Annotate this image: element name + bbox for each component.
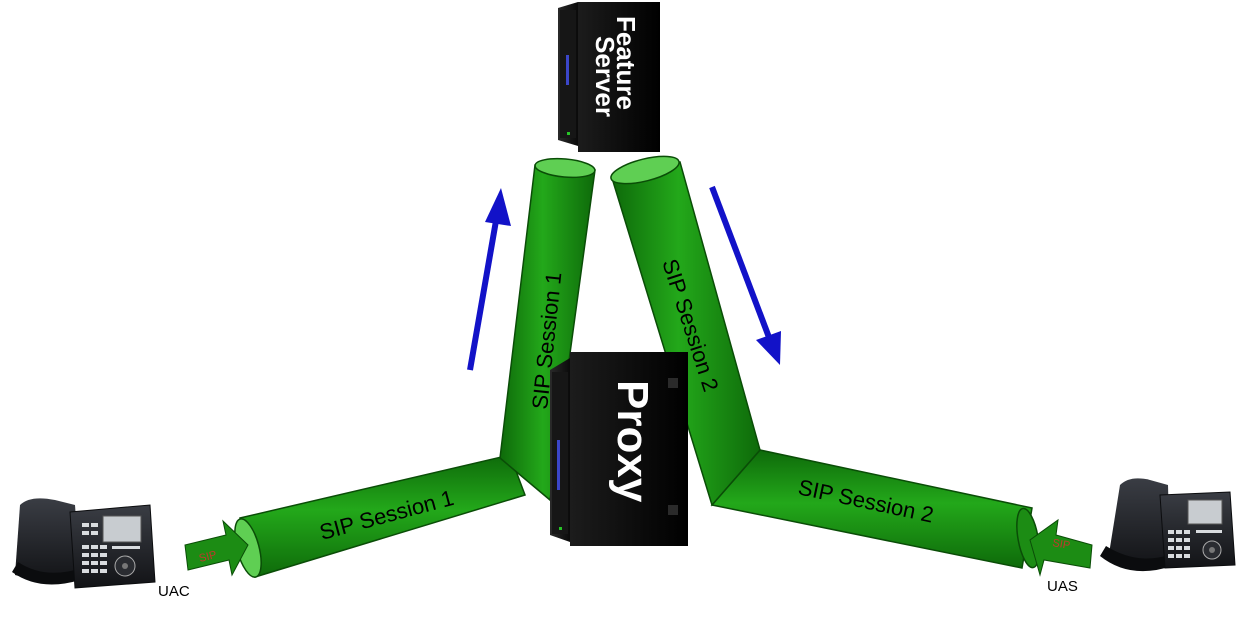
flow-arrow-down [709, 185, 781, 365]
flow-arrow-up [467, 188, 511, 371]
sip-input-right-label: SIP [1051, 537, 1071, 552]
uas-phone-icon [1100, 478, 1236, 572]
sip-input-left-label: SIP [198, 549, 218, 565]
proxy-server [550, 352, 688, 546]
sip-input-arrow-right [1029, 518, 1093, 577]
sip-session-1-pipe [234, 157, 596, 578]
feature-server-label-line2: Server [590, 36, 620, 117]
uac-label: UAC [158, 583, 190, 600]
uas-label: UAS [1047, 578, 1078, 595]
sip-input-arrow-left [184, 519, 249, 577]
proxy-label: Proxy [608, 380, 657, 503]
feature-server-label-line1: Feature [611, 16, 641, 110]
feature-server [558, 2, 660, 152]
uac-phone-icon [12, 498, 156, 589]
sip-session-2-pipe [610, 155, 1040, 569]
